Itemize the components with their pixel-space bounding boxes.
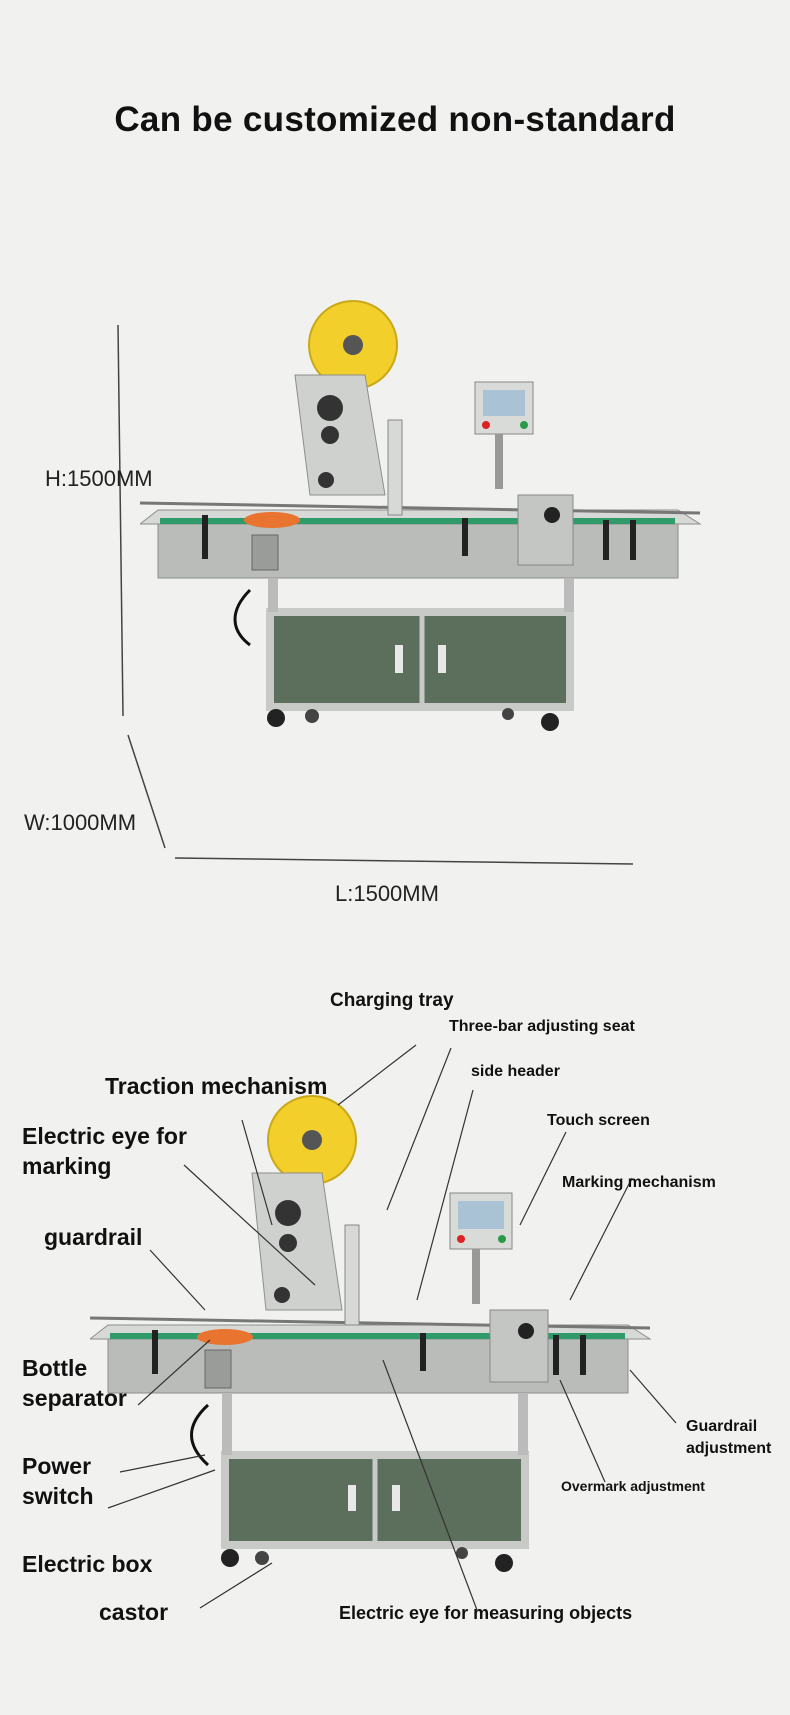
height-dimension-label: H:1500MM <box>45 466 153 491</box>
label-electric-eye-for-measuring-objects: Electric eye for measuring objects <box>339 1603 633 1623</box>
label-side-header: side header <box>471 1063 560 1080</box>
label-guardrail-adjustment: Guardrail adjustment <box>686 1416 790 1460</box>
label-three-bar-adjusting-seat: Three-bar adjusting seat <box>449 1018 635 1035</box>
machine-image-labeled <box>90 1095 652 1572</box>
label-guardrail-adjustment-text: Guardrail adjustment <box>686 1418 772 1457</box>
label-charging-tray: Charging tray <box>330 990 454 1011</box>
label-touch-screen: Touch screen <box>547 1112 650 1129</box>
label-castor: castor <box>99 1599 169 1625</box>
width-dimension-label: W:1000MM <box>24 810 137 835</box>
label-guardrail: guardrail <box>44 1224 143 1250</box>
page-title: Can be customized non-standard <box>114 100 676 139</box>
machine-image-dimensions <box>140 300 702 731</box>
label-electric-eye-for-marking: Electric eye for marking <box>22 1121 222 1181</box>
label-electric-eye-for-marking-text: Electric eye for marking <box>22 1123 187 1179</box>
label-power-switch: Power switch <box>22 1451 132 1511</box>
label-bottle-separator: Bottle separator <box>22 1353 172 1413</box>
label-bottle-separator-text: Bottle separator <box>22 1355 127 1411</box>
label-power-switch-text: Power switch <box>22 1453 94 1509</box>
label-overmark-adjustment: Overmark adjustment <box>561 1478 705 1494</box>
label-electric-box: Electric box <box>22 1551 153 1577</box>
dimension-lines <box>117 324 634 865</box>
label-marking-mechanism: Marking mechanism <box>562 1174 716 1191</box>
length-dimension-label: L:1500MM <box>335 881 439 906</box>
label-traction-mechanism: Traction mechanism <box>105 1073 328 1099</box>
